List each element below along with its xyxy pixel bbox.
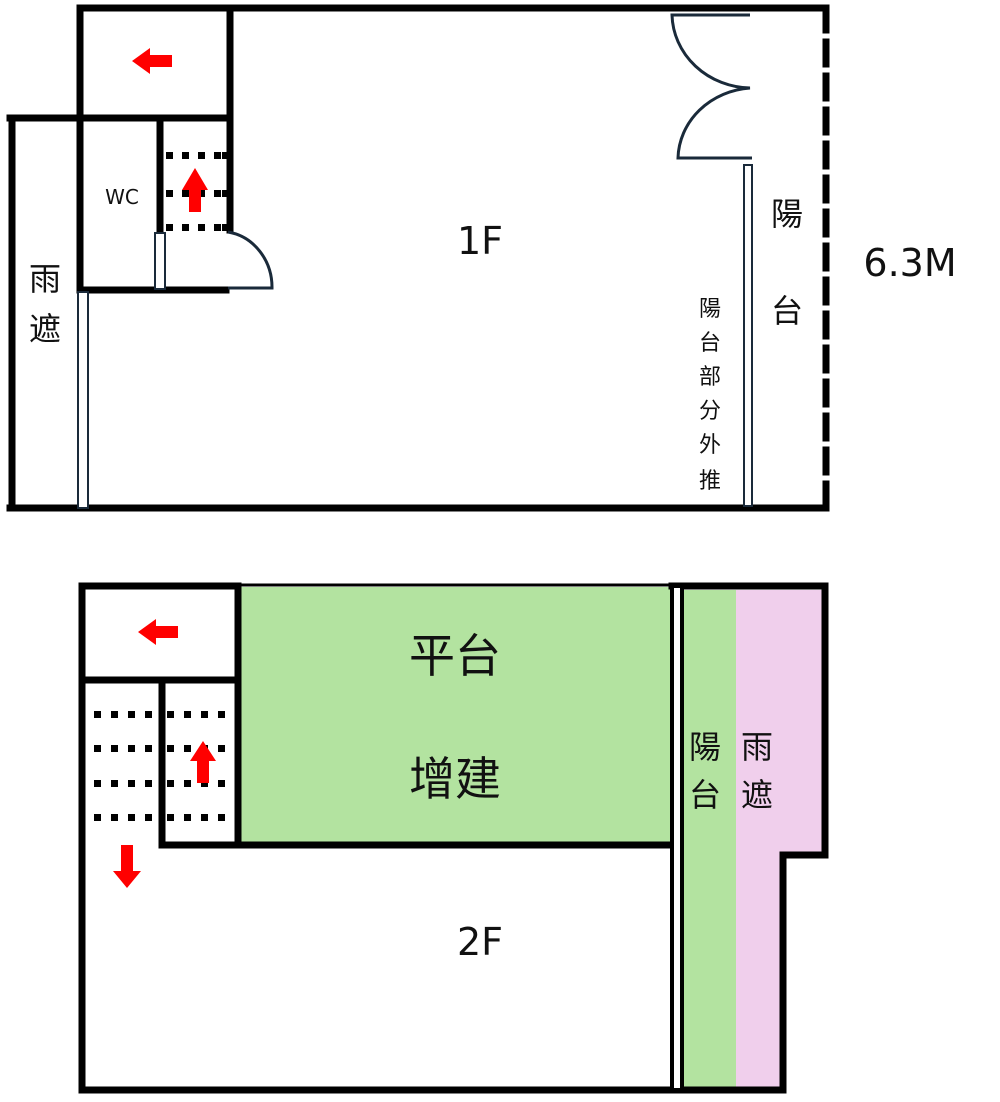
- platform-area: [240, 587, 670, 845]
- char: 陽: [699, 297, 721, 322]
- stair-dot: [94, 745, 101, 752]
- window-balcony: [743, 164, 753, 507]
- arrow-left-icon: [138, 619, 178, 645]
- stair-dot: [167, 745, 174, 752]
- stair-dot: [94, 780, 101, 787]
- stair-dot: [198, 152, 205, 159]
- stair-dot: [145, 745, 152, 752]
- stair-dot: [222, 190, 229, 197]
- floor-2-label: 2F: [457, 920, 503, 964]
- window-left: [77, 291, 89, 509]
- arrow-up-icon: [182, 168, 208, 212]
- balcony-label-1: 陽: [689, 728, 721, 766]
- stair-dot: [166, 190, 173, 197]
- stair-dot: [182, 152, 189, 159]
- balcony-label-1: 陽: [771, 195, 803, 233]
- stair-dot: [201, 711, 208, 718]
- canopy-label-2: 遮: [29, 310, 61, 348]
- char: 推: [699, 469, 721, 494]
- floor-1-plan: [6, 4, 830, 512]
- stair-dot: [182, 224, 189, 231]
- stairs-1f: [166, 152, 229, 231]
- stair-dot: [184, 745, 191, 752]
- stair-dot: [184, 814, 191, 821]
- stair-dot: [167, 814, 174, 821]
- window-wc: [154, 232, 166, 290]
- stair-dot: [94, 814, 101, 821]
- char: 台: [699, 331, 721, 356]
- stair-dot: [145, 814, 152, 821]
- stair-dot: [111, 711, 118, 718]
- door-swing: [227, 230, 274, 290]
- stair-dot: [218, 780, 225, 787]
- stair-dot: [222, 224, 229, 231]
- stair-dot: [111, 814, 118, 821]
- stair-dot: [184, 711, 191, 718]
- stair-dot: [218, 711, 225, 718]
- stair-dot: [214, 224, 221, 231]
- canopy-area-2f: [736, 590, 822, 1088]
- stair-dot: [218, 745, 225, 752]
- window-balcony-2f: [670, 584, 684, 1092]
- stair-dot: [128, 745, 135, 752]
- stair-dot: [184, 780, 191, 787]
- stair-dot: [201, 814, 208, 821]
- stair-dot: [182, 190, 189, 197]
- canopy-label-2: 遮: [741, 776, 773, 814]
- stair-dot: [201, 780, 208, 787]
- canopy-label-1: 雨: [29, 260, 61, 298]
- stair-dot: [167, 780, 174, 787]
- stairs-2f: [94, 711, 225, 821]
- wall-right: [668, 582, 829, 1094]
- double-door: [670, 13, 752, 160]
- balcony-area-2f: [684, 590, 736, 1088]
- stair-dot: [198, 190, 205, 197]
- stair-dot: [145, 711, 152, 718]
- stair-dot: [214, 190, 221, 197]
- stair-dot: [128, 780, 135, 787]
- arrow-left-icon: [132, 48, 172, 74]
- stair-dot: [166, 224, 173, 231]
- addition-label: 增建: [409, 752, 501, 806]
- stair-dot: [94, 711, 101, 718]
- balcony-extended-label: 陽 台 部 分 外 推: [699, 297, 721, 494]
- stair-dot: [167, 711, 174, 718]
- arrow-down-icon: [113, 845, 141, 888]
- arrow-up-icon: [190, 741, 216, 783]
- stair-dot: [111, 780, 118, 787]
- stair-dot: [111, 745, 118, 752]
- canopy-label-1: 雨: [741, 728, 773, 766]
- stair-dot: [198, 224, 205, 231]
- stair-dot: [166, 152, 173, 159]
- stair-dot: [145, 780, 152, 787]
- floor-2-plan: [78, 582, 829, 1094]
- stair-dot: [218, 814, 225, 821]
- balcony-label-2: 台: [689, 776, 721, 814]
- floor-1-label: 1F: [457, 219, 503, 263]
- char: 分: [699, 399, 721, 424]
- char: 部: [699, 365, 721, 390]
- stair-dot: [214, 152, 221, 159]
- stair-dot: [128, 711, 135, 718]
- platform-label: 平台: [409, 629, 501, 683]
- stair-dot: [128, 814, 135, 821]
- wc-label: WC: [105, 185, 139, 209]
- balcony-label-2: 台: [771, 292, 803, 330]
- dimension-label: 6.3M: [863, 241, 956, 285]
- char: 外: [699, 433, 721, 458]
- stair-dot: [222, 152, 229, 159]
